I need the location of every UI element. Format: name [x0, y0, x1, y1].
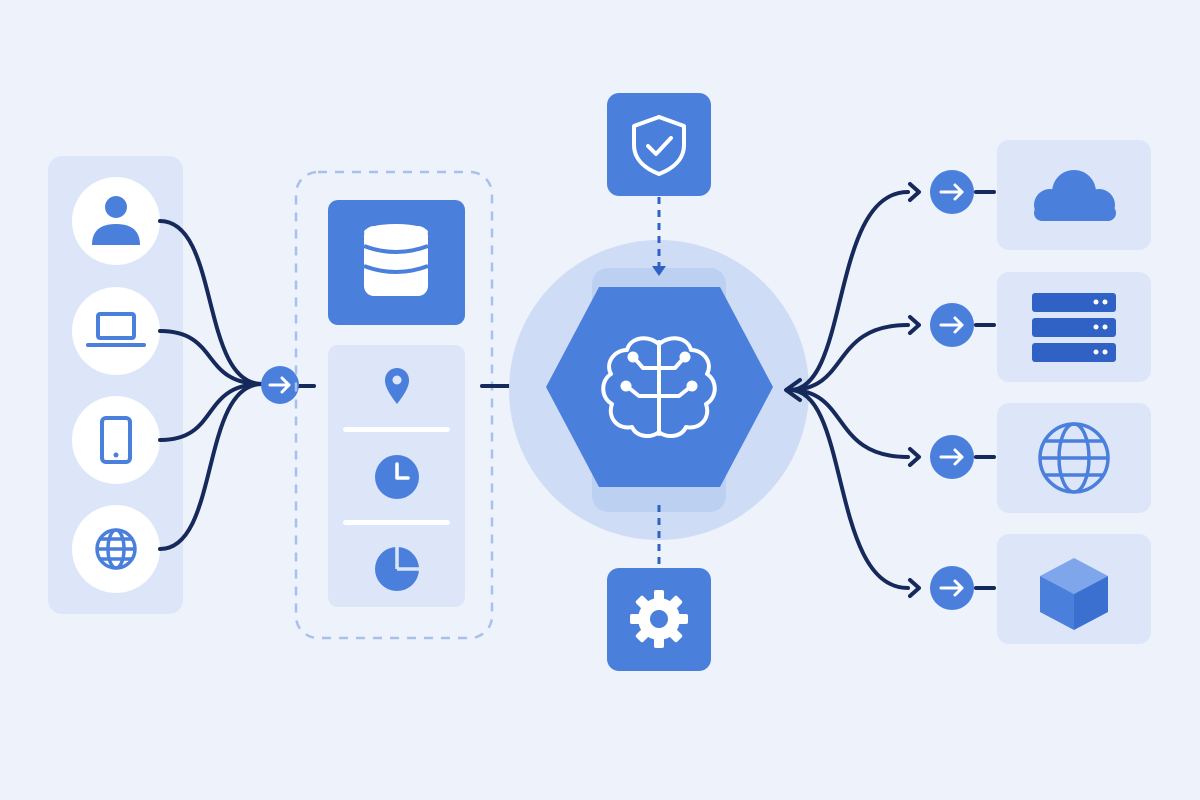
- destination-cloud[interactable]: [997, 140, 1151, 250]
- source-laptop[interactable]: [72, 287, 160, 375]
- destination-arrowheads: [908, 182, 921, 598]
- clock-icon: [375, 455, 419, 499]
- server-stack-icon: [1032, 293, 1116, 362]
- destination-web[interactable]: [997, 403, 1151, 513]
- core-output-arrowhead: [784, 378, 802, 402]
- globe-icon: [1038, 422, 1110, 494]
- route-node-2: [930, 303, 974, 347]
- database-tile[interactable]: [328, 200, 465, 325]
- divider-line: [343, 520, 450, 525]
- cube-icon: [1040, 558, 1108, 630]
- user-icon: [92, 196, 140, 245]
- divider-line: [343, 427, 450, 432]
- ingest-group-boundary: [294, 170, 494, 640]
- core-ai-node[interactable]: [546, 287, 773, 487]
- brain-circuit-icon: [601, 336, 717, 438]
- database-icon: [363, 224, 429, 296]
- globe-icon: [95, 528, 137, 570]
- arrow-right-icon: [939, 316, 964, 334]
- route-node-3: [930, 435, 974, 479]
- route-node-1: [930, 170, 974, 214]
- gear-icon: [630, 590, 688, 648]
- shield-check-icon: [632, 115, 686, 176]
- arrow-right-icon: [939, 448, 964, 466]
- destination-package[interactable]: [997, 534, 1151, 644]
- arrow-right-icon: [939, 183, 964, 201]
- source-connectors: [158, 219, 316, 551]
- arrow-right-icon: [939, 579, 964, 597]
- route-node-4: [930, 566, 974, 610]
- config-tile[interactable]: [607, 568, 711, 671]
- location-pin-icon: [385, 368, 409, 404]
- source-tablet[interactable]: [72, 396, 160, 484]
- security-tile[interactable]: [607, 93, 711, 196]
- ingest-arrow-node: [261, 366, 299, 404]
- destination-connectors: [788, 190, 996, 590]
- tablet-icon: [100, 416, 132, 464]
- security-link-arrowhead: [652, 266, 666, 276]
- cloud-icon: [1034, 170, 1116, 221]
- source-user[interactable]: [72, 177, 160, 265]
- destination-servers[interactable]: [997, 272, 1151, 382]
- laptop-icon: [86, 312, 146, 347]
- sources-panel: [48, 156, 183, 614]
- pie-chart-icon: [375, 547, 419, 591]
- arrow-right-icon: [268, 376, 291, 394]
- source-web[interactable]: [72, 505, 160, 593]
